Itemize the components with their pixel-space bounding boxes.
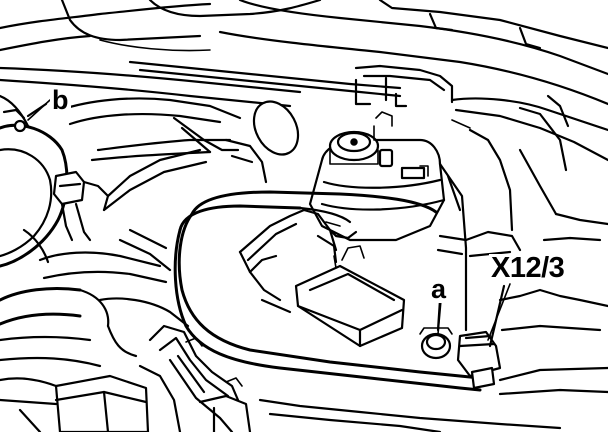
- sensor-block: [294, 245, 406, 348]
- hose-clip: [52, 138, 232, 242]
- connector-x12-3: [456, 284, 506, 390]
- cowl-bar-and-rods: [0, 60, 454, 108]
- top-cowl-structure: [0, 0, 608, 106]
- leader-x12-3: [487, 283, 511, 341]
- center-bracket: [238, 208, 358, 314]
- bottom-edge: [258, 366, 608, 432]
- oval-cap: [252, 100, 300, 156]
- left-upper-pipes: [58, 97, 268, 184]
- left-lower-cylinders: [0, 228, 190, 368]
- screw-a: [419, 298, 453, 360]
- leader-b: [27, 99, 51, 121]
- main-hose: [173, 190, 482, 392]
- right-upper-structure: [450, 94, 608, 242]
- callout-leaders: [27, 99, 511, 341]
- leader-a: [437, 299, 442, 335]
- callout-label-x12-3: X12/3: [489, 252, 567, 284]
- coolant-reservoir: [308, 111, 468, 332]
- bottom-linkage: [138, 324, 252, 432]
- bottom-left-box: [0, 374, 150, 432]
- callout-label-a: a: [429, 274, 449, 304]
- callout-label-b: b: [50, 85, 71, 115]
